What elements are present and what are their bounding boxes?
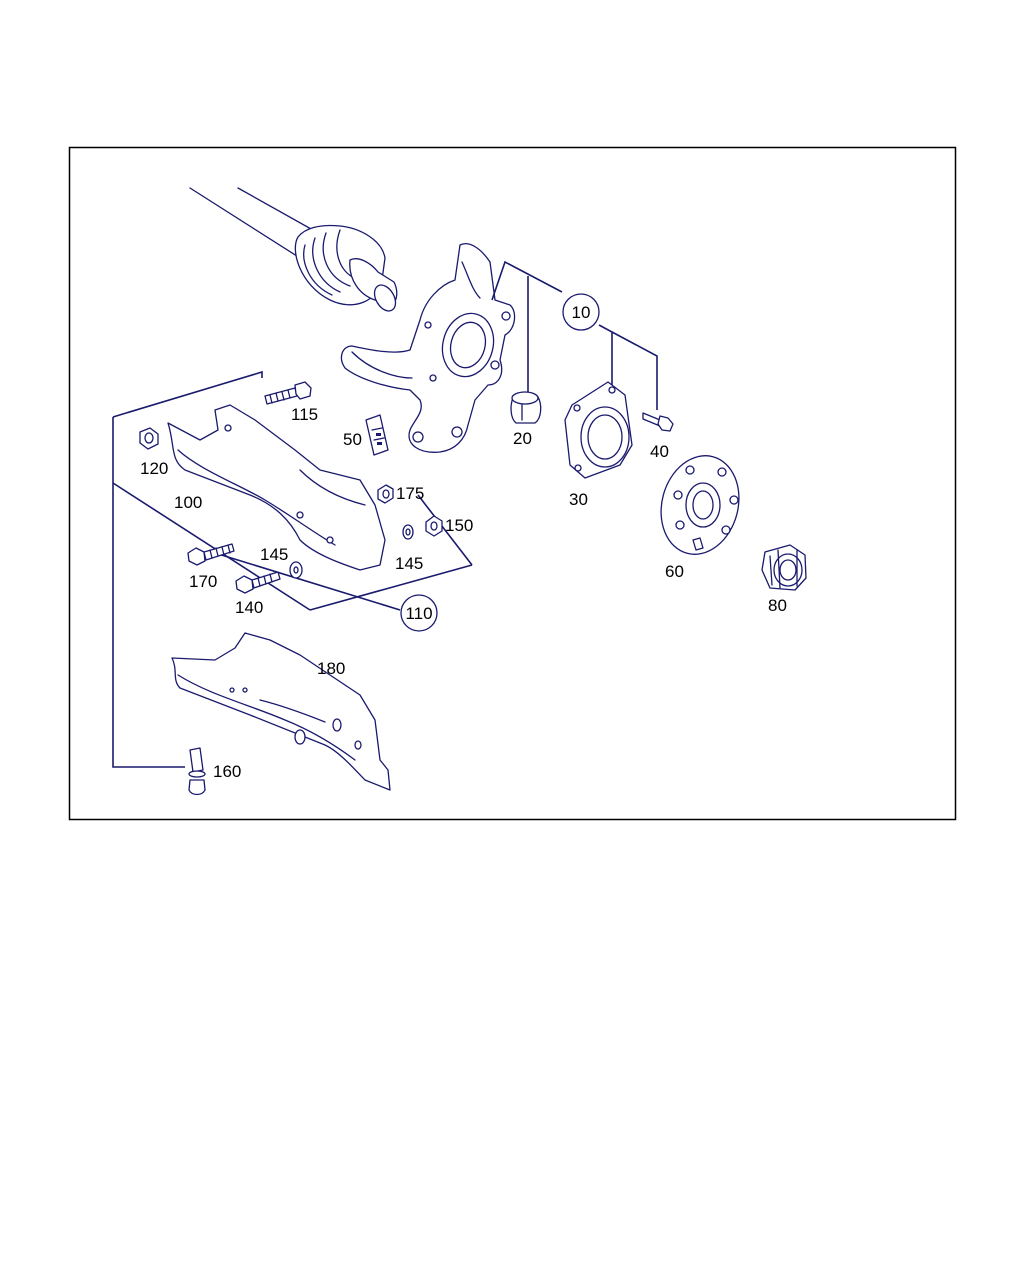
- part-175-nut: 175: [377, 484, 424, 504]
- label-60: 60: [665, 562, 684, 581]
- label-175: 175: [396, 484, 424, 503]
- part-50-clip: 50: [343, 414, 389, 456]
- label-145-right: 145: [395, 554, 423, 573]
- part-20-bushing: 20: [510, 391, 542, 448]
- part-120-nut: 120: [139, 427, 168, 478]
- part-30-wheel-bearing: 30: [564, 381, 633, 509]
- diagram-frame: [68, 146, 957, 821]
- label-115: 115: [291, 405, 318, 424]
- drive-shaft: [189, 187, 398, 312]
- part-80-nut: 80: [761, 544, 807, 615]
- label-40: 40: [650, 442, 669, 461]
- label-80: 80: [768, 596, 787, 615]
- label-30: 30: [569, 490, 588, 509]
- part-40-bolt: 40: [642, 412, 674, 461]
- label-180: 180: [317, 659, 345, 678]
- label-120: 120: [140, 459, 168, 478]
- part-140-bolt: 140: [235, 571, 281, 617]
- part-160-clip: 160: [188, 747, 241, 796]
- part-100-control-arm: 100: [167, 404, 386, 571]
- label-20: 20: [513, 429, 532, 448]
- label-100: 100: [174, 493, 202, 512]
- part-150-nut: 150: [425, 515, 473, 537]
- wheel-carrier-knuckle: [340, 243, 516, 453]
- label-170: 170: [189, 572, 217, 591]
- part-145-washer-right: 145: [395, 524, 423, 573]
- part-60-hub: 60: [660, 455, 740, 581]
- label-150: 150: [445, 516, 473, 535]
- label-10: 10: [572, 303, 591, 322]
- label-145-left: 145: [260, 545, 288, 564]
- callout-110: 110: [400, 594, 438, 632]
- group-bracket-lines: [112, 370, 473, 768]
- part-180-shield: 180: [171, 632, 391, 791]
- label-50: 50: [343, 430, 362, 449]
- part-170-bolt: 170: [187, 543, 235, 591]
- label-140: 140: [235, 598, 263, 617]
- part-145-washer-left: 145: [260, 545, 303, 579]
- label-110: 110: [405, 604, 432, 623]
- callout-10: 10: [491, 260, 658, 410]
- part-115-bolt: 115: [264, 381, 318, 424]
- label-160: 160: [213, 762, 241, 781]
